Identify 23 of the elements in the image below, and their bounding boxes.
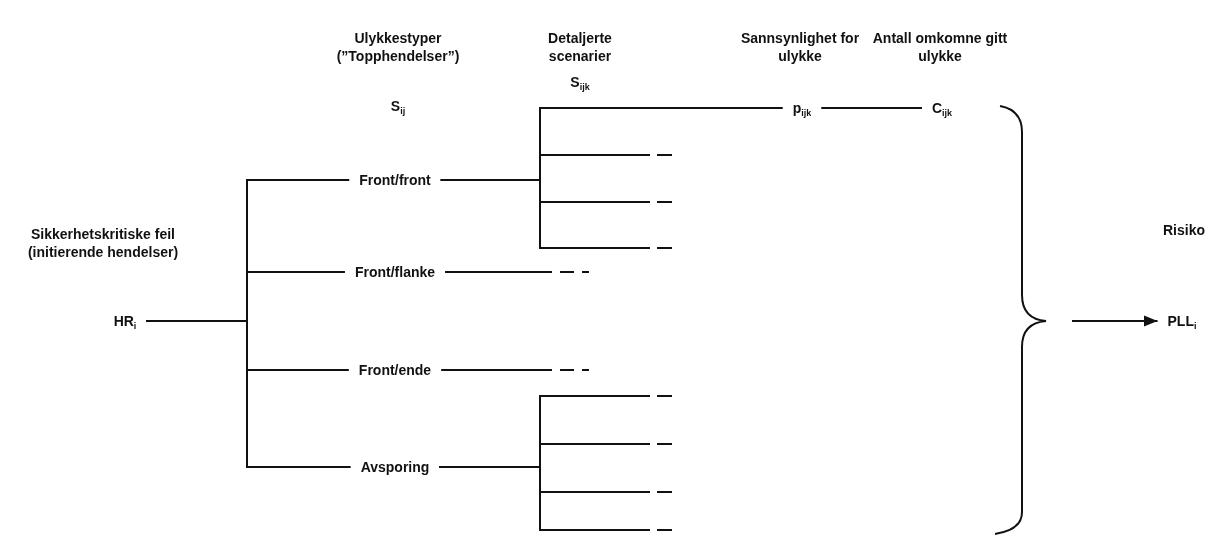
node-label: p$_{ijk}$ — [790, 99, 814, 117]
node-label: Front/front — [357, 171, 433, 189]
branch-line — [439, 179, 673, 249]
column-heading: Antall omkomne gitt ulykke — [871, 29, 1009, 65]
node-label: HR$_{i}$ — [111, 312, 139, 330]
symbol-label: S$_{ij}$ — [389, 97, 407, 115]
branch-line — [438, 466, 673, 531]
node-label: Front/ende — [356, 361, 434, 379]
branch-line — [444, 271, 590, 273]
node-label: PLL$_{i}$ — [1165, 312, 1199, 330]
node-label: Front/flanke — [352, 263, 438, 281]
symbol-label: Risiko — [1162, 221, 1206, 239]
symbol-label: S$_{ijk}$ — [569, 73, 591, 91]
arrow — [1071, 315, 1159, 327]
branch-line — [820, 107, 923, 109]
node-label: Avsporing — [358, 458, 432, 476]
branch-line — [145, 320, 352, 468]
column-heading: Sannsynlighet for ulykke — [739, 29, 861, 65]
column-heading: Detaljerte scenarier — [547, 29, 613, 65]
column-heading: Ulykkestyper (”Topphendelser”) — [335, 29, 461, 65]
node-label: C$_{ijk}$ — [929, 99, 955, 117]
branch-line — [440, 369, 590, 371]
column-heading: Sikkerhetskritiske feil (initierende hendelser) — [26, 225, 180, 261]
